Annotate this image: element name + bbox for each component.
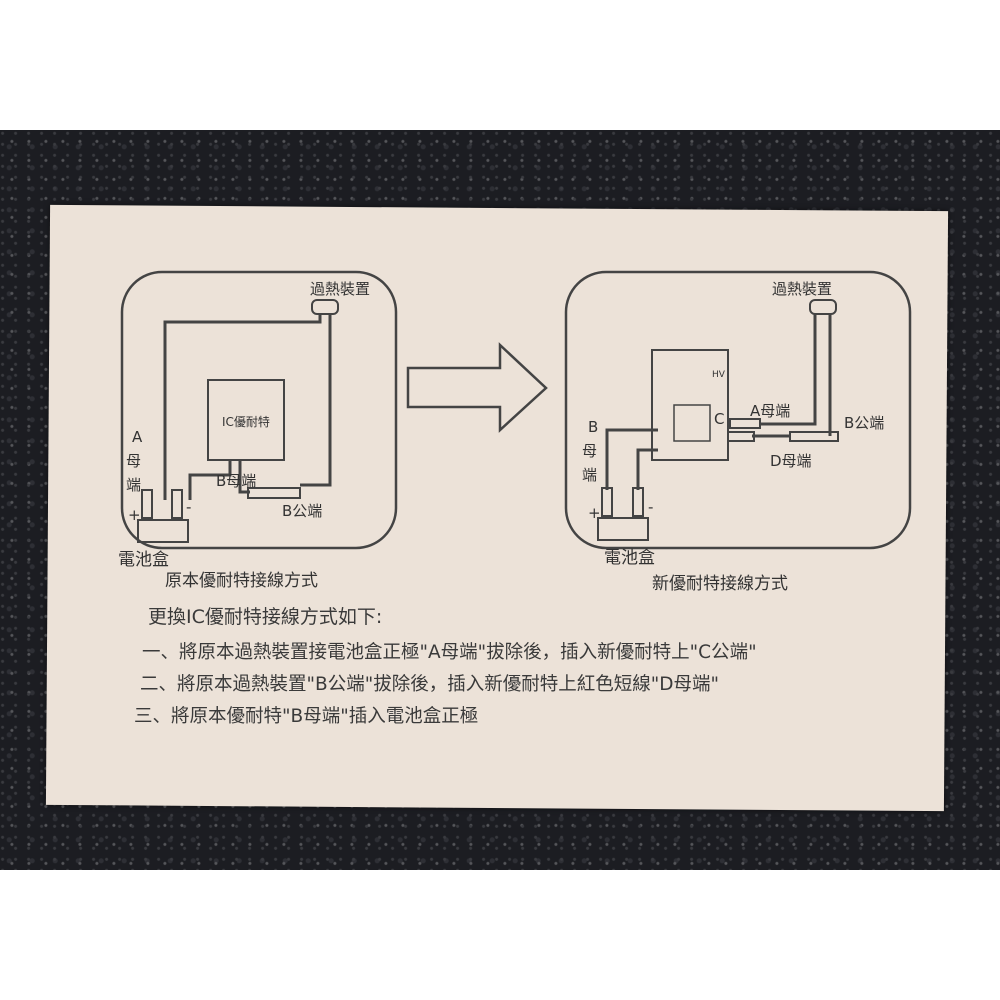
right-panel-frame — [564, 270, 912, 550]
ic-module — [207, 379, 285, 461]
right-connector-d — [789, 431, 839, 442]
instructions-title: 更換IC優耐特接線方式如下: — [148, 606, 383, 628]
b-label-2: 母 — [582, 442, 598, 460]
a-label-3: 端 — [126, 476, 142, 494]
minus-label: - — [186, 498, 192, 516]
b-male-label-right: B公端 — [844, 414, 885, 432]
right-heater — [809, 299, 837, 315]
left-heater — [311, 299, 339, 315]
left-wire-ic — [188, 460, 250, 500]
b-label-3: 端 — [582, 466, 598, 484]
instruction-step-2: 二、將原本過熱裝置"B公端"拔除後，插入新優耐特上紅色短線"D母端" — [140, 674, 719, 695]
b-label-1: B — [588, 418, 599, 436]
left-connector-minus — [171, 489, 183, 519]
b-female-label: B母端 — [216, 472, 257, 490]
ic-label: IC優耐特 — [222, 415, 270, 429]
c-label: C — [714, 410, 725, 428]
instruction-step-1: 一、將原本過熱裝置接電池盒正極"A母端"拔除後，插入新優耐特上"C公端" — [142, 642, 757, 663]
board-text: HV — [712, 370, 725, 380]
arrow-icon — [406, 342, 548, 433]
left-wire-a — [163, 314, 322, 500]
plus-label: + — [128, 506, 141, 524]
a-label-2: 母 — [126, 452, 142, 470]
right-wire-a — [760, 314, 817, 426]
a-female-label: A母端 — [750, 402, 791, 420]
left-connector-b — [247, 487, 301, 499]
instruction-step-3: 三、將原本優耐特"B母端"插入電池盒正極 — [134, 706, 479, 727]
left-battery — [137, 519, 189, 543]
right-heater-label: 過熱裝置 — [772, 280, 833, 298]
left-wire-b — [300, 314, 332, 487]
right-battery-label: 電池盒 — [604, 548, 655, 568]
right-connector-plus — [601, 487, 613, 517]
right-caption: 新優耐特接線方式 — [652, 574, 788, 594]
right-wire-module — [605, 428, 658, 490]
left-heater-label: 過熱裝置 — [310, 280, 371, 298]
a-label-1: A — [132, 428, 143, 446]
right-battery — [597, 517, 649, 541]
left-connector-a — [141, 489, 153, 519]
left-panel-frame — [120, 270, 398, 550]
plus-label-right: + — [588, 504, 601, 522]
d-female-label: D母端 — [770, 452, 812, 470]
right-connector-minus — [632, 487, 644, 517]
left-battery-label: 電池盒 — [118, 550, 169, 570]
module-chip — [673, 404, 711, 442]
new-module — [651, 349, 729, 461]
minus-label-right: - — [648, 498, 654, 516]
right-connector-c — [727, 431, 755, 442]
left-caption: 原本優耐特接線方式 — [165, 571, 318, 591]
b-male-label: B公端 — [282, 502, 323, 520]
right-connector-a — [729, 418, 761, 429]
